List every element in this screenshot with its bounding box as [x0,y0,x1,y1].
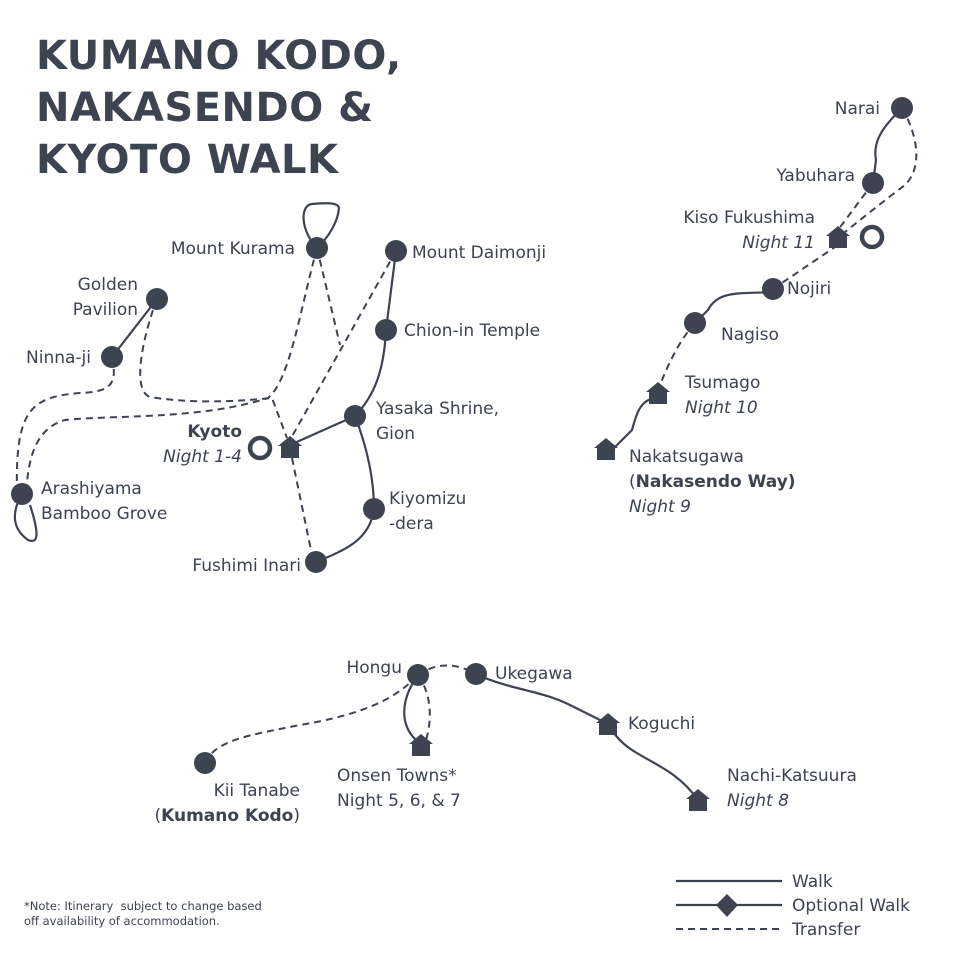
label-koguchi: Koguchi [628,714,695,734]
label-hongu: Hongu [346,658,402,678]
nachi-house-icon[interactable] [686,789,710,811]
label-kiso: Kiso Fukushima [683,208,815,228]
label-kii-tanabe: Kii Tanabe [214,781,300,801]
arashiyama-marker[interactable] [11,483,33,505]
nakasendo-stops [594,97,913,460]
nojiri-nagiso-walk [694,290,774,324]
nojiri-marker[interactable] [762,278,784,300]
mount-daimonji-marker[interactable] [385,240,407,262]
yasaka-fushimi-walk [315,415,376,564]
label-nojiri: Nojiri [787,279,831,299]
kurama-loop [302,202,341,249]
koguchi-nachi-walk [611,729,699,801]
label-yabuhara: Yabuhara [775,166,855,186]
mount-kurama-marker[interactable] [306,237,328,259]
label-tsumago-night: Night 10 [685,398,758,418]
map-title: KUMANO KODO, NAKASENDO & KYOTO WALK [36,30,402,186]
yasaka-kyoto-walk [289,414,356,447]
note-line-2: off availability of accommodation. [24,914,220,928]
legend-walk-label: Walk [792,872,833,892]
label-chionin: Chion-in Temple [404,321,540,341]
chionin-marker[interactable] [375,319,397,341]
title-line-3: KYOTO WALK [36,137,339,183]
kii-hongu-transfer [204,674,419,764]
kumano-labels: Hongu Ukegawa Koguchi Nachi-Katsuura Nig… [154,658,856,826]
narai-kiso-transfer [844,107,918,233]
label-nachi: Nachi-Katsuura [727,766,857,786]
label-mount-kurama: Mount Kurama [171,239,295,259]
legend-optional-label: Optional Walk [792,896,910,916]
kurama-arashiyama-transfer [25,247,318,495]
itinerary-note: *Note: Itinerary subject to change based… [24,899,262,929]
label-yasaka-1: Yasaka Shrine, [375,399,499,419]
kyoto-labels: Mount Kurama Mount Daimonji Golden Pavil… [26,239,546,576]
label-kiyomizu-2: -dera [389,514,434,534]
nakatsugawa-house-icon[interactable] [594,438,618,460]
label-nakatsugawa-night: Night 9 [629,497,691,517]
arashiyama-loop [13,493,38,543]
kyoto-stops [11,237,407,573]
kyoto-start-ring-icon [247,435,273,461]
ukegawa-marker[interactable] [465,663,487,685]
label-kiyomizu-1: Kiyomizu [389,489,466,509]
label-tsumago: Tsumago [684,373,760,393]
title-line-2: NAKASENDO & [36,85,374,131]
ninnaji-marker[interactable] [101,346,123,368]
label-nakasendo-way: (Nakasendo Way) [629,472,796,492]
tsumago-house-icon[interactable] [646,382,670,404]
kiyomizu-marker[interactable] [363,498,385,520]
label-kumano-kodo: (Kumano Kodo) [154,806,300,826]
legend-transfer-label: Transfer [791,920,860,940]
kii-tanabe-marker[interactable] [194,752,216,774]
label-onsen-night: Night 5, 6, & 7 [337,791,461,811]
kiso-house-icon[interactable] [826,226,850,248]
legend-diamond-icon [716,894,738,917]
label-onsen: Onsen Towns* [337,766,457,786]
label-golden-1: Golden [78,275,138,295]
label-kyoto-night: Night 1-4 [163,447,242,467]
title-line-1: KUMANO KODO, [36,33,402,79]
label-arashiyama-1: Arashiyama [41,479,142,499]
legend: Walk Optional Walk Transfer [676,872,910,940]
label-kyoto: Kyoto [187,422,242,442]
kiso-end-ring-icon [859,224,885,250]
kyoto-accommodation-house-icon[interactable] [278,436,302,458]
nakasendo-labels: Narai Yabuhara Kiso Fukushima Night 11 N… [629,99,880,517]
golden-pavilion-marker[interactable] [146,288,168,310]
label-fushimi: Fushimi Inari [192,556,301,576]
yabuhara-kiso-transfer [837,182,874,231]
label-kiso-night: Night 11 [742,233,815,253]
narai-marker[interactable] [891,97,913,119]
label-narai: Narai [835,99,880,119]
golden-ninnaji-walk [111,298,158,358]
tsumago-nakatsugawa-walk [611,396,656,451]
narai-yabuhara-walk [871,107,903,184]
koguchi-house-icon[interactable] [596,713,620,735]
kyoto-fushimi-transfer [291,457,313,556]
label-ukegawa: Ukegawa [495,664,573,684]
ninnaji-arashiyama-transfer [15,356,115,495]
label-mount-daimonji: Mount Daimonji [412,243,546,263]
daimonji-kyoto-transfer [289,250,397,441]
label-nagiso: Nagiso [721,325,779,345]
label-ninnaji: Ninna-ji [26,348,91,368]
ukegawa-koguchi-walk [475,673,609,725]
kumano-stops [194,663,710,811]
nagiso-marker[interactable] [684,312,706,334]
label-golden-2: Pavilion [73,300,138,320]
note-line-1: *Note: Itinerary subject to change based [24,899,262,913]
kurama-kyoto-transfer [316,247,341,346]
label-nachi-night: Night 8 [727,791,789,811]
yasaka-marker[interactable] [344,405,366,427]
kiso-nojiri-transfer [772,244,839,290]
label-nakatsugawa: Nakatsugawa [629,447,744,467]
golden-kyoto-transfer [139,298,288,439]
hongu-marker[interactable] [407,664,429,686]
label-yasaka-2: Gion [376,424,415,444]
label-arashiyama-2: Bamboo Grove [41,504,167,524]
yabuhara-marker[interactable] [862,172,884,194]
fushimi-marker[interactable] [305,551,327,573]
